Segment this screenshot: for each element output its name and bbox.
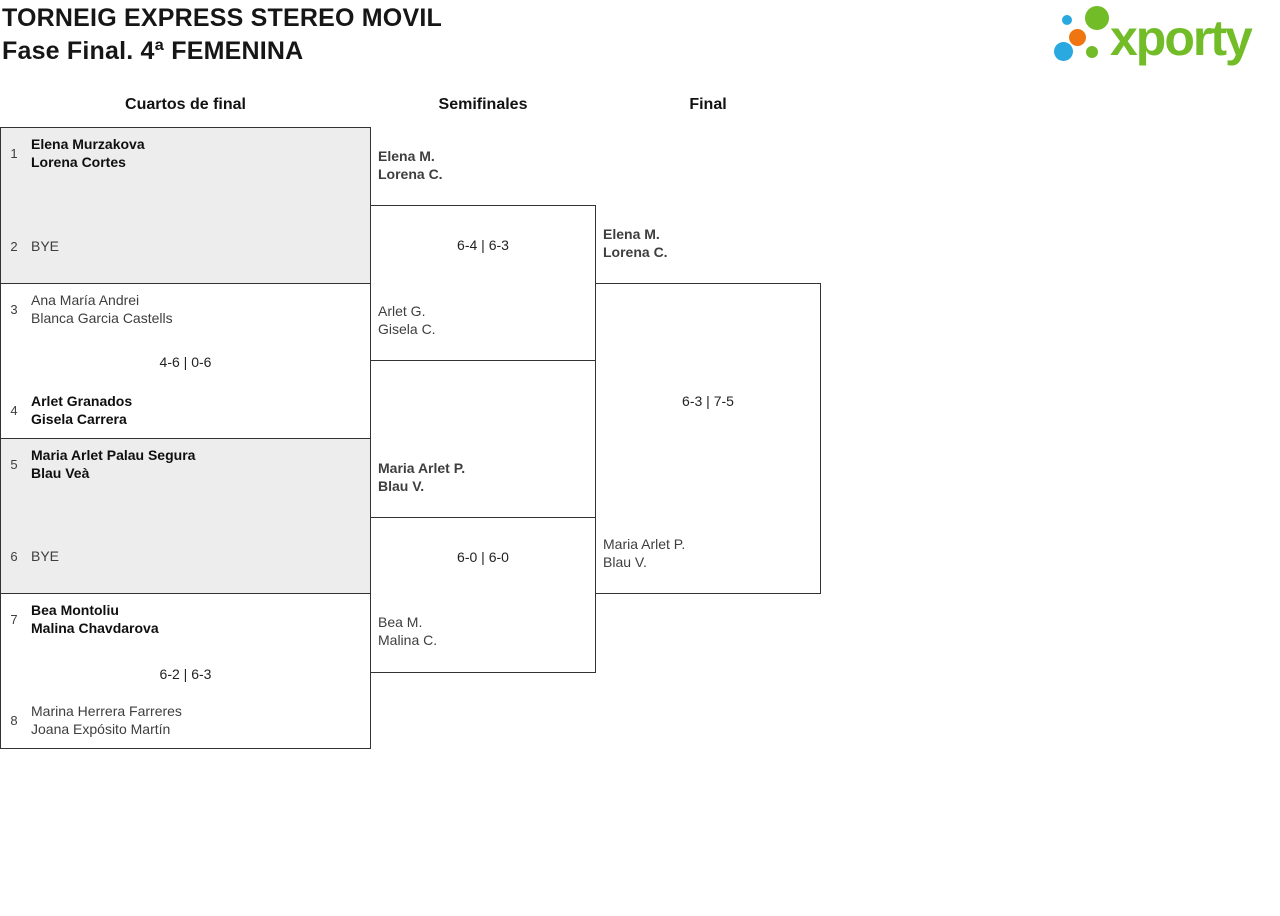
team-name: Bea Montoliu Malina Chavdarova [31, 601, 159, 637]
player-name: Arlet Granados [31, 393, 133, 409]
qf1-team-top-slot: 1 Elena Murzakova Lorena Cortes [6, 135, 364, 171]
team-name: Arlet Granados Gisela Carrera [31, 392, 132, 428]
team-name: Ana María Andrei Blanca Garcia Castells [31, 291, 173, 327]
sf2-team-bottom: Bea M. Malina C. [378, 613, 437, 649]
player-name: Blau V. [603, 554, 647, 570]
sf2-team-top: Maria Arlet P. Blau V. [378, 459, 465, 495]
player-name: Maria Arlet P. [603, 536, 686, 552]
player-name: Arlet G. [378, 303, 426, 319]
seed-number: 5 [10, 456, 18, 472]
qf4-team-bottom-slot: 8 Marina Herrera Farreres Joana Expósito… [6, 702, 364, 738]
player-name: Marina Herrera Farreres [31, 703, 182, 719]
player-name: Joana Expósito Martín [31, 721, 171, 737]
qf4-team-top-slot: 7 Bea Montoliu Malina Chavdarova [6, 601, 364, 637]
logo-dot-orange-icon [1069, 29, 1086, 46]
player-name: Lorena C. [603, 244, 668, 260]
qf1-team-bottom-slot: 2 BYE [6, 237, 364, 255]
player-name: Blau Veà [31, 465, 90, 481]
player-name: Ana María Andrei [31, 292, 140, 308]
logo-dot-blue-small-icon [1062, 15, 1072, 25]
player-name: Malina Chavdarova [31, 620, 159, 636]
logo-dot-green-small-icon [1086, 46, 1098, 58]
player-name: Lorena Cortes [31, 154, 126, 170]
qf3-team-bottom-slot: 6 BYE [6, 547, 364, 565]
final-team-bottom: Maria Arlet P. Blau V. [603, 535, 685, 571]
qf2-team-bottom-slot: 4 Arlet Granados Gisela Carrera [6, 392, 364, 428]
round-header-quarterfinals: Cuartos de final [125, 96, 246, 113]
player-name: BYE [31, 238, 60, 254]
final-score: 6-3 | 7-5 [682, 393, 734, 409]
qf2-score: 4-6 | 0-6 [159, 354, 212, 370]
qf2-team-top-slot: 3 Ana María Andrei Blanca Garcia Castell… [6, 291, 364, 327]
sf1-team-bottom: Arlet G. Gisela C. [378, 302, 436, 338]
team-name: BYE [31, 237, 59, 255]
category-subtitle: Fase Final. 4ª FEMENINA [2, 37, 304, 65]
seed-number: 3 [10, 301, 18, 317]
player-name: Elena Murzakova [31, 136, 145, 152]
sf1-team-top: Elena M. Lorena C. [378, 147, 443, 183]
player-name: Blau V. [378, 478, 425, 494]
player-name: Maria Arlet P. [378, 460, 466, 476]
team-name: Elena Murzakova Lorena Cortes [31, 135, 145, 171]
seed-number: 1 [10, 145, 18, 161]
tournament-title: TORNEIG EXPRESS STEREO MOVIL [2, 4, 442, 32]
player-name: Elena M. [603, 226, 660, 242]
seed-number: 7 [10, 611, 18, 627]
final-team-top: Elena M. Lorena C. [603, 225, 668, 261]
xporty-logo: xporty [1046, 0, 1278, 70]
round-header-final: Final [689, 96, 727, 113]
team-name: Maria Arlet Palau Segura Blau Veà [31, 446, 195, 482]
seed-number: 6 [10, 548, 18, 564]
match-box-sf2 [370, 517, 596, 673]
sf2-score: 6-0 | 6-0 [457, 549, 509, 565]
seed-number: 8 [10, 712, 18, 728]
xporty-wordmark: xporty [1110, 10, 1253, 66]
team-name: BYE [31, 547, 59, 565]
match-box-final [595, 283, 821, 594]
player-name: Blanca Garcia Castells [31, 310, 173, 326]
player-name: Lorena C. [378, 166, 443, 182]
player-name: Gisela Carrera [31, 411, 127, 427]
seed-number: 4 [10, 402, 18, 418]
qf3-team-top-slot: 5 Maria Arlet Palau Segura Blau Veà [6, 446, 364, 482]
qf4-score: 6-2 | 6-3 [159, 666, 212, 682]
match-box-qf1 [0, 127, 371, 284]
player-name: Malina C. [378, 632, 438, 648]
match-box-qf3 [0, 438, 371, 594]
round-header-semifinals: Semifinales [438, 96, 528, 113]
seed-number: 2 [10, 238, 18, 254]
player-name: Maria Arlet Palau Segura [31, 447, 196, 463]
player-name: BYE [31, 548, 60, 564]
logo-dot-blue-large-icon [1054, 42, 1073, 61]
sf1-score: 6-4 | 6-3 [457, 237, 509, 253]
logo-dot-green-large-icon [1085, 6, 1109, 30]
player-name: Gisela C. [378, 321, 436, 337]
player-name: Bea M. [378, 614, 423, 630]
team-name: Marina Herrera Farreres Joana Expósito M… [31, 702, 182, 738]
player-name: Elena M. [378, 148, 435, 164]
player-name: Bea Montoliu [31, 602, 119, 618]
